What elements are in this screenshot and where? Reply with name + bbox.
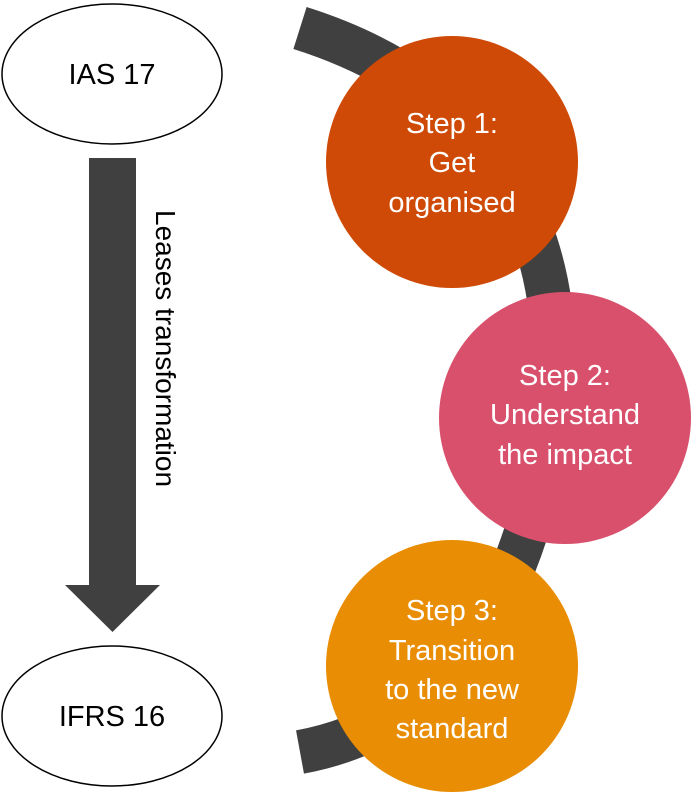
step-2-line-1: Step 2:	[519, 360, 611, 392]
step-3-line-2: Transition	[389, 635, 515, 667]
step-2-line-3: the impact	[498, 439, 632, 471]
step-3-line-1: Step 3:	[406, 595, 498, 627]
step-3-circle	[326, 540, 578, 792]
step-1: Step 1: Get organised	[326, 36, 578, 288]
step-2-circle	[439, 292, 691, 544]
end-state-label: IFRS 16	[59, 701, 165, 733]
step-1-circle	[326, 36, 578, 288]
step-3-line-4: standard	[396, 713, 509, 745]
transition-label: Leases transformation	[150, 210, 181, 487]
start-state-ellipse	[1, 3, 223, 145]
transformation-arrow	[65, 158, 160, 632]
step-3: Step 3: Transition to the new standard	[326, 540, 578, 792]
start-state-label: IAS 17	[68, 59, 155, 91]
step-1-line-1: Step 1:	[406, 108, 498, 140]
step-1-line-2: Get	[429, 147, 476, 179]
step-1-line-3: organised	[388, 187, 515, 219]
step-2-line-2: Understand	[490, 399, 640, 431]
step-2: Step 2: Understand the impact	[439, 292, 691, 544]
end-state-ellipse	[1, 645, 223, 787]
start-state: IAS 17	[1, 3, 223, 145]
end-state: IFRS 16	[1, 645, 223, 787]
step-3-line-3: to the new	[385, 674, 520, 706]
